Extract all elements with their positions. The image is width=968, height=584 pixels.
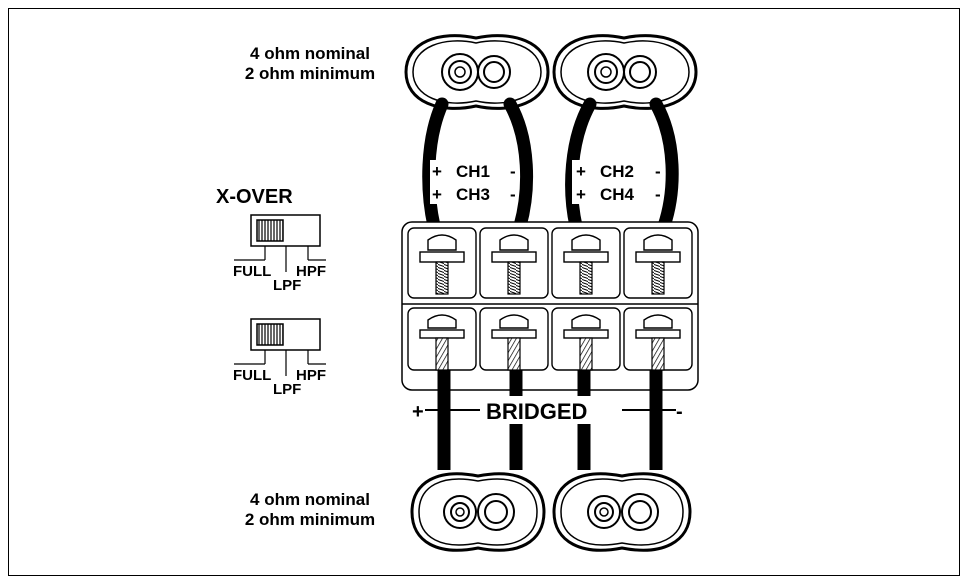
terminal-screw-top	[623, 227, 693, 299]
crossover-switch-icon[interactable]: FULL LPF HPF	[233, 318, 326, 398]
terminal-screw-top	[407, 227, 477, 299]
note-line-2: 2 ohm minimum	[244, 64, 376, 83]
terminal-block-icon	[401, 221, 699, 391]
terminal-screw-bottom	[407, 307, 477, 371]
channel-minus: -	[655, 185, 661, 204]
switch-label-lpf: LPF	[273, 277, 301, 294]
channel-name: CH1	[456, 162, 490, 181]
bridged-minus: -	[676, 401, 683, 423]
speaker-impedance-note-top: 4 ohm nominal 2 ohm minimum	[220, 44, 400, 84]
channel-plus: +	[576, 185, 586, 204]
channel-name: CH2	[600, 162, 634, 181]
xover-title: X-OVER	[216, 186, 293, 208]
channel-name: CH4	[600, 185, 635, 204]
channel-plus: +	[576, 162, 586, 181]
channel-labels-right: + CH2 - + CH4 -	[572, 160, 662, 204]
terminal-screw-bottom	[551, 307, 621, 371]
speaker-icon	[404, 34, 550, 110]
bridged-plus: +	[412, 401, 424, 423]
channel-minus: -	[510, 162, 516, 181]
speaker-icon	[552, 472, 692, 552]
channel-plus: +	[432, 162, 442, 181]
crossover-switch-icon[interactable]: FULL LPF HPF	[233, 214, 326, 294]
speaker-icon	[552, 34, 698, 110]
switch-label-full: FULL	[233, 263, 271, 280]
channel-plus: +	[432, 185, 442, 204]
switch-label-hpf: HPF	[296, 263, 326, 280]
switch-label-full: FULL	[233, 367, 271, 384]
channel-name: CH3	[456, 185, 490, 204]
note-line-1: 4 ohm nominal	[250, 44, 370, 63]
terminal-screw-bottom	[623, 307, 693, 371]
speaker-impedance-note-bottom: 4 ohm nominal 2 ohm minimum	[220, 490, 400, 530]
speaker-icon	[410, 472, 546, 552]
diagram-frame	[8, 8, 960, 576]
channel-minus: -	[510, 185, 516, 204]
note-line-1: 4 ohm nominal	[250, 490, 370, 509]
bridged-label: + BRIDGED -	[412, 396, 683, 424]
bridged-text: BRIDGED	[486, 399, 587, 424]
terminal-screw-top	[479, 227, 549, 299]
switch-label-hpf: HPF	[296, 367, 326, 384]
terminal-screw-top	[551, 227, 621, 299]
switch-label-lpf: LPF	[273, 381, 301, 398]
channel-minus: -	[655, 162, 661, 181]
channel-labels-left: + CH1 - + CH3 -	[430, 160, 518, 204]
note-line-2: 2 ohm minimum	[244, 510, 376, 529]
terminal-screw-bottom	[479, 307, 549, 371]
